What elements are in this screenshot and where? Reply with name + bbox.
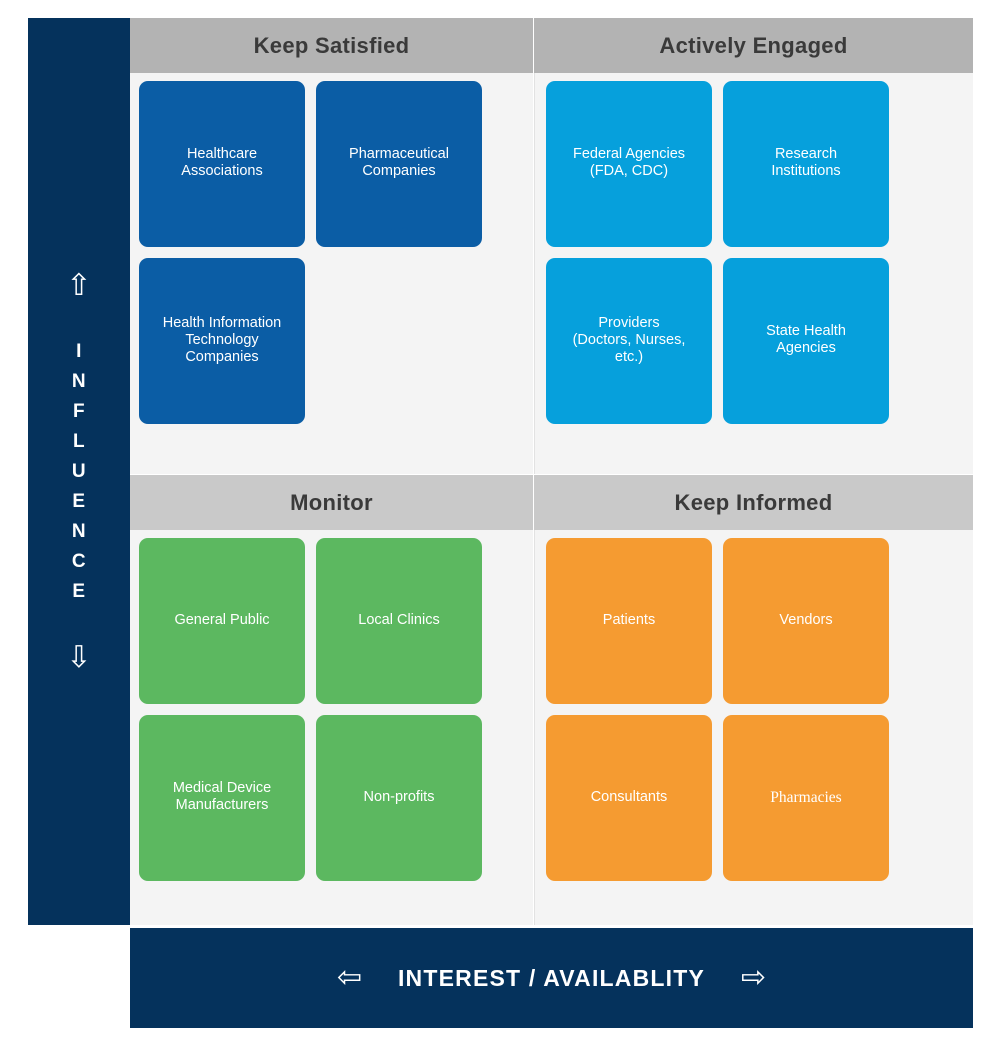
stakeholder-card-label: Non-profits <box>363 788 435 805</box>
stakeholder-card[interactable]: Consultants <box>546 715 712 881</box>
influence-axis-letter: C <box>71 550 87 572</box>
arrow-right-icon: ⇨ <box>741 960 767 995</box>
influence-axis-letter: E <box>72 580 86 602</box>
arrow-up-icon: ⇧ <box>66 267 92 303</box>
stakeholder-card-label: Providers(Doctors, Nurses,etc.) <box>572 314 686 365</box>
quadrant-title-keep-satisfied: Keep Satisfied <box>130 18 533 73</box>
influence-axis-letter: N <box>71 370 87 392</box>
stakeholder-card[interactable]: Non-profits <box>316 715 482 881</box>
influence-axis-letter: I <box>76 340 82 362</box>
stakeholder-card[interactable]: Patients <box>546 538 712 704</box>
interest-availability-axis: ⇦ INTEREST / AVAILABLITY ⇨ <box>130 928 973 1028</box>
quadrant-actively-engaged: Actively Engaged Federal Agencies(FDA, C… <box>534 18 973 474</box>
stakeholder-card-label: Federal Agencies(FDA, CDC) <box>572 146 686 179</box>
stakeholder-card-label: General Public <box>174 611 270 628</box>
stakeholder-card[interactable]: General Public <box>139 538 305 704</box>
interest-availability-axis-label: INTEREST / AVAILABLITY <box>397 964 706 991</box>
influence-axis-letter: N <box>71 520 87 542</box>
quadrant-title-actively-engaged: Actively Engaged <box>534 18 973 73</box>
stakeholder-card[interactable]: Pharmacies <box>723 715 889 881</box>
stakeholder-card[interactable]: Local Clinics <box>316 538 482 704</box>
stakeholder-card-label: Consultants <box>590 788 668 805</box>
stakeholder-card-label: Local Clinics <box>358 611 440 628</box>
influence-axis-letter: U <box>71 460 87 482</box>
quadrant-title-keep-informed: Keep Informed <box>534 475 973 530</box>
stakeholder-card-label: Patients <box>602 611 656 628</box>
stakeholder-card[interactable]: Providers(Doctors, Nurses,etc.) <box>546 258 712 424</box>
stakeholder-card-label: Vendors <box>779 611 833 628</box>
stakeholder-card[interactable]: Federal Agencies(FDA, CDC) <box>546 81 712 247</box>
quadrant-title-monitor: Monitor <box>130 475 533 530</box>
stakeholder-card[interactable]: Vendors <box>723 538 889 704</box>
influence-axis-letter: F <box>72 400 86 422</box>
arrow-down-icon: ⇩ <box>66 639 92 675</box>
influence-axis-letter: L <box>72 430 86 452</box>
influence-axis-letter: E <box>72 490 86 512</box>
stakeholder-card-label: Pharmacies <box>770 788 842 806</box>
arrow-left-icon: ⇦ <box>336 960 362 995</box>
